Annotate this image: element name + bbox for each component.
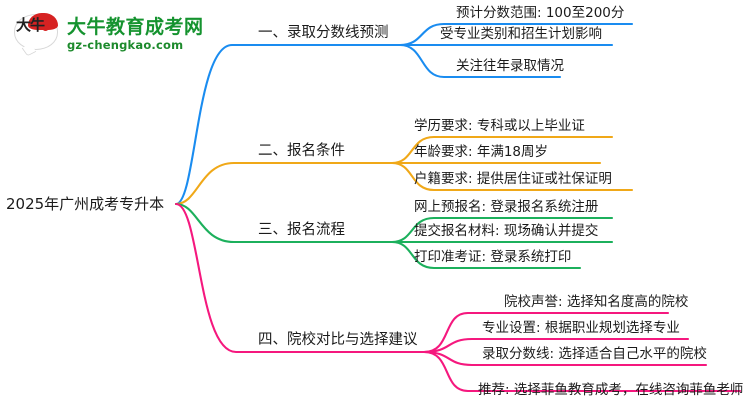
link-root-branch4 — [174, 202, 426, 354]
logo-title: 大牛教育成考网 — [67, 15, 204, 38]
leaf-node-1-2[interactable]: 受专业类别和招生计划影响 — [440, 26, 602, 42]
link-root-branch1 — [174, 43, 402, 206]
red-cap-shape — [28, 13, 58, 30]
leaf-node-4-1[interactable]: 院校声誉: 选择知名度高的院校 — [504, 294, 689, 310]
branch-node-1[interactable]: 一、录取分数线预测 — [258, 25, 389, 41]
leaf-node-4-4[interactable]: 推荐: 选择菲鱼教育成考，在线咨询菲鱼老师 — [478, 382, 744, 398]
link-branch1-leaf3 — [398, 43, 562, 79]
link-branch4-leaf1 — [422, 311, 670, 354]
leaf-node-3-1[interactable]: 网上预报名: 登录报名系统注册 — [414, 199, 599, 215]
site-logo: 大牛 大牛教育成考网 gz-chengkao.com — [12, 8, 212, 60]
leaf-node-3-2[interactable]: 提交报名材料: 现场确认并提交 — [414, 223, 599, 239]
branch-node-2[interactable]: 二、报名条件 — [258, 143, 345, 159]
logo-wordmark: 大牛教育成考网 gz-chengkao.com — [67, 16, 204, 53]
link-root-branch2 — [174, 161, 394, 206]
root-node[interactable]: 2025年广州成考专升本 — [6, 195, 165, 213]
leaf-node-1-1[interactable]: 预计分数范围: 100至200分 — [456, 5, 625, 21]
leaf-node-3-3[interactable]: 打印准考证: 登录系统打印 — [414, 249, 572, 265]
leaf-node-1-3[interactable]: 关注往年录取情况 — [456, 58, 564, 74]
branch-node-4[interactable]: 四、院校对比与选择建议 — [258, 332, 418, 348]
logo-bubble-icon: 大牛 — [12, 12, 60, 57]
link-branch2-leaf3 — [390, 161, 634, 192]
link-branch4-leaf4 — [422, 350, 742, 393]
leaf-node-2-3[interactable]: 户籍要求: 提供居住证或社保证明 — [414, 171, 612, 187]
leaf-node-2-1[interactable]: 学历要求: 专科或以上毕业证 — [414, 118, 585, 134]
leaf-node-4-2[interactable]: 专业设置: 根据职业规划选择专业 — [482, 320, 680, 336]
leaf-node-4-3[interactable]: 录取分数线: 选择适合自己水平的院校 — [482, 346, 707, 362]
logo-mark-text: 大牛 — [16, 16, 45, 34]
link-root-branch3 — [174, 202, 394, 244]
red-dot-shape — [42, 24, 49, 31]
logo-domain: gz-chengkao.com — [67, 37, 184, 52]
link-branch3-leaf3 — [390, 240, 582, 270]
branch-node-3[interactable]: 三、报名流程 — [258, 222, 345, 238]
leaf-node-2-2[interactable]: 年龄要求: 年满18周岁 — [414, 144, 549, 160]
